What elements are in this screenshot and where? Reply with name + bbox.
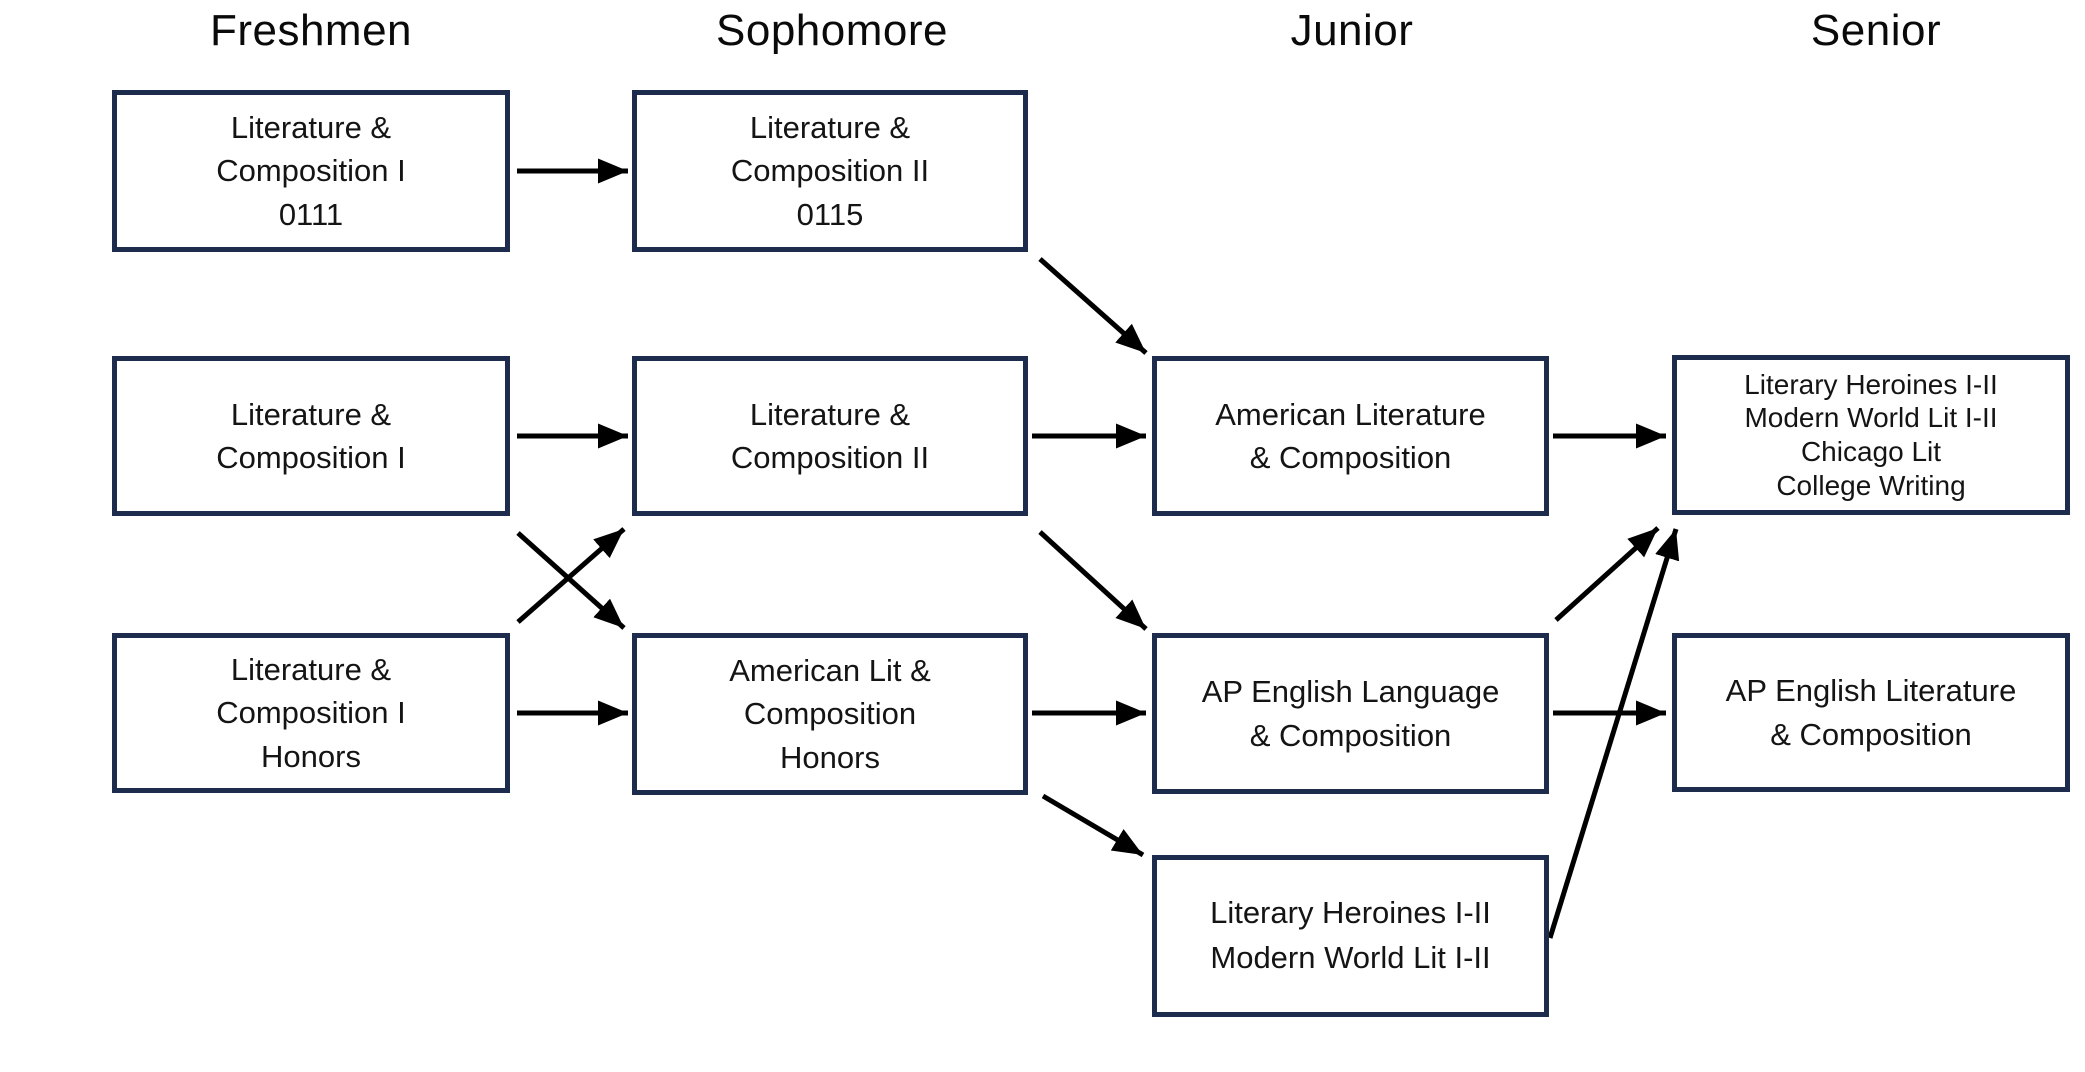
- course-box-line: Composition II: [730, 153, 930, 189]
- course-box-line: AP English Literature: [1725, 673, 2017, 709]
- course-box-lit-comp-ii-0115: Literature & Composition II 0115: [632, 90, 1028, 252]
- arrow-lit-comp-i-to-american-lit-comp-honors: [516, 531, 626, 630]
- column-header-sophomore: Sophomore: [716, 6, 948, 55]
- course-box-line: Modern World Lit I-II: [1744, 402, 1998, 434]
- course-box-line: American Lit &: [729, 652, 931, 688]
- course-box-line: & Composition: [1249, 717, 1452, 753]
- course-box-line: Modern World Lit I-II: [1210, 940, 1491, 975]
- course-box-line: Honors: [261, 738, 361, 774]
- arrow-junior-electives-to-senior-electives: [1547, 528, 1680, 939]
- course-box-line: Literary Heroines I-II: [1744, 368, 1998, 400]
- course-box-lit-comp-i: Literature & Composition I: [112, 356, 510, 516]
- course-box-line: Composition I: [216, 153, 406, 189]
- column-header-senior: Senior: [1810, 6, 1942, 55]
- course-box-line: Chicago Lit: [1800, 436, 1942, 467]
- column-header-junior: Junior: [1290, 6, 1414, 55]
- column-header-freshmen: Freshmen: [209, 6, 413, 55]
- course-box-line: College Writing: [1776, 469, 1966, 501]
- course-box-line: Composition I: [216, 695, 406, 731]
- course-box-lit-comp-ii: Literature & Composition II: [632, 356, 1028, 516]
- course-box-line: Composition II: [730, 440, 930, 475]
- arrow-group: [516, 158, 1680, 939]
- arrow-lit-comp-i-honors-to-lit-comp-ii: [516, 527, 626, 624]
- course-box-ap-english-language: AP English Language & Composition: [1152, 633, 1549, 794]
- course-box-line: & Composition: [1770, 716, 1972, 752]
- course-box-line: Literary Heroines I-II: [1210, 895, 1491, 931]
- course-box-line: Honors: [780, 739, 880, 775]
- course-box-junior-electives: Literary Heroines I-II Modern World Lit I…: [1152, 855, 1549, 1017]
- course-box-lit-comp-i-honors: Literature & Composition I Honors: [112, 633, 510, 793]
- course-box-ap-english-literature: AP English Literature & Composition: [1672, 633, 2070, 792]
- arrow-ap-english-language-to-senior-electives: [1554, 526, 1660, 622]
- arrow-lit-comp-ii-to-ap-english-language: [1038, 530, 1148, 631]
- course-box-line: American Literature: [1215, 396, 1486, 432]
- course-box-line: Literature &: [749, 396, 911, 432]
- course-box-line: 0115: [796, 196, 864, 232]
- course-box-line: Literature &: [230, 396, 392, 432]
- arrow-american-lit-comp-honors-to-junior-electives: [1041, 793, 1145, 858]
- course-box-line: Literature &: [230, 651, 392, 687]
- arrow-lit-comp-ii-0115-to-american-literature-comp: [1038, 257, 1148, 355]
- course-box-line: Literature &: [749, 109, 911, 145]
- course-box-american-literature-comp: American Literature & Composition: [1152, 356, 1549, 516]
- course-box-line: AP English Language: [1201, 674, 1500, 710]
- course-box-line: Composition: [743, 696, 917, 732]
- course-box-line: 0111: [278, 196, 344, 232]
- course-box-line: Literature &: [230, 109, 392, 145]
- course-box-lit-comp-i-0111: Literature & Composition I 0111: [112, 90, 510, 252]
- course-box-line: Composition I: [216, 440, 406, 475]
- course-box-line: & Composition: [1249, 440, 1452, 475]
